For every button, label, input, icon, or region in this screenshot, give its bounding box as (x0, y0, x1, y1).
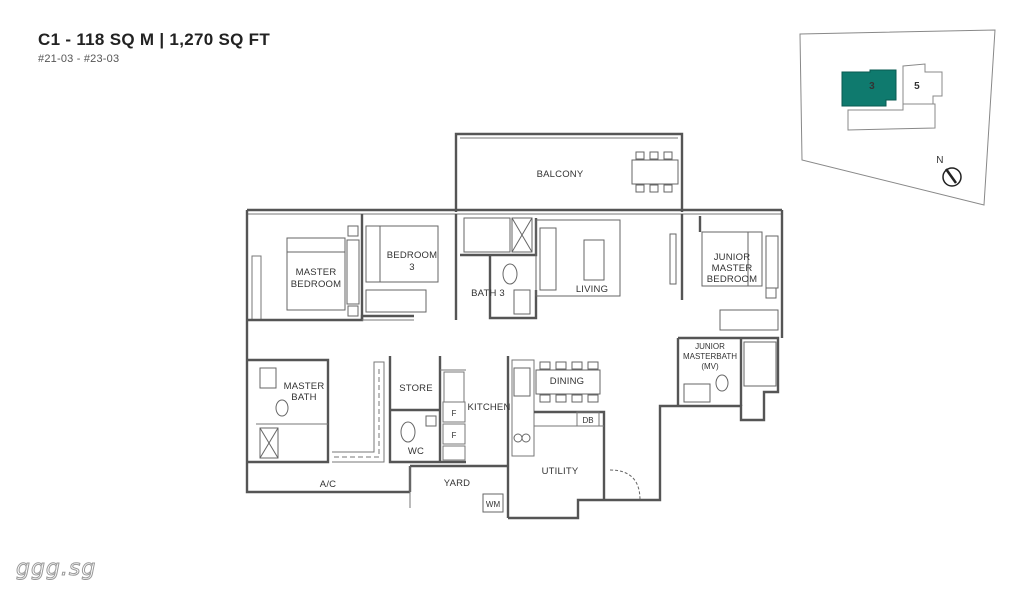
label-master-bath-2: BATH (291, 392, 316, 403)
label-store: STORE (399, 383, 433, 394)
label-master-bath-1: MASTER (284, 381, 325, 392)
label-bath3: BATH 3 (471, 288, 505, 299)
label-yard: YARD (444, 478, 471, 489)
page-title: C1 - 118 SQ M | 1,270 SQ FT (38, 30, 271, 49)
label-junior-master-bedroom-2: MASTER (712, 263, 753, 274)
label-living: LIVING (576, 284, 608, 295)
label-bedroom3-2: 3 (409, 262, 414, 273)
unit-numbers: #21-03 - #23-03 (38, 53, 120, 65)
watermark-logo: ggg.sg (15, 556, 97, 582)
north-arrow-icon (942, 167, 962, 187)
room-labels: MASTER BEDROOM BEDROOM 3 BATH 3 LIVING J… (284, 250, 758, 509)
label-junior-master-bedroom-3: BEDROOM (707, 274, 758, 285)
label-master-bedroom-1: MASTER (296, 267, 337, 278)
label-wm: WM (486, 500, 501, 509)
label-fridge-1: F (452, 409, 457, 418)
outer-walls (245, 208, 784, 520)
label-dining: DINING (550, 376, 584, 387)
label-ac: A/C (320, 479, 336, 490)
key-plan: 3 5 N (799, 29, 996, 206)
label-junior-master-bedroom-1: JUNIOR (714, 252, 751, 263)
selected-unit-block (841, 69, 897, 107)
label-junior-masterbath-1: JUNIOR (695, 342, 725, 351)
keyplan-unit-3: 3 (869, 81, 875, 92)
outdoor-table-icon (631, 151, 679, 193)
room-label-balcony: BALCONY (537, 169, 584, 180)
label-junior-masterbath-3: (MV) (701, 362, 719, 371)
interior-walls (247, 214, 743, 508)
label-junior-masterbath-2: MASTERBATH (683, 352, 737, 361)
label-db: DB (582, 416, 593, 425)
furniture-fixtures (259, 217, 779, 513)
label-fridge-2: F (452, 431, 457, 440)
label-bedroom3-1: BEDROOM (387, 250, 438, 261)
keyplan-unit-5: 5 (914, 81, 920, 92)
label-master-bedroom-2: BEDROOM (291, 279, 342, 290)
label-utility: UTILITY (542, 466, 579, 477)
label-wc: WC (408, 446, 424, 457)
balcony-area: BALCONY (454, 132, 684, 212)
label-kitchen: KITCHEN (467, 402, 510, 413)
north-label: N (936, 155, 943, 166)
